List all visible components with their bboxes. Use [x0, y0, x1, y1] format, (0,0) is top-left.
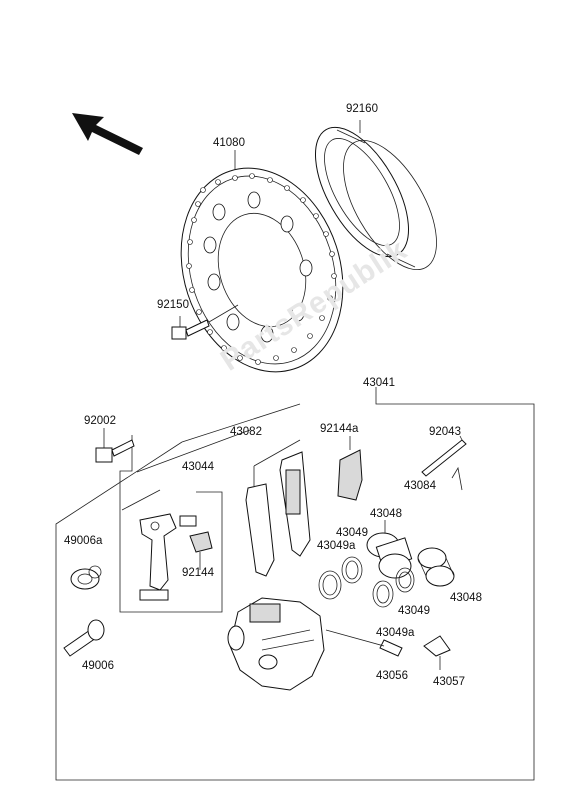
- seal-43049-upper[interactable]: [341, 556, 363, 584]
- label-92150: 92150: [157, 299, 189, 311]
- label-43082: 43082: [230, 426, 262, 438]
- piston-43048-upper[interactable]: [366, 520, 413, 579]
- pin-92043[interactable]: [421, 435, 467, 477]
- caliper-body[interactable]: [227, 597, 325, 691]
- brake-disc-41080[interactable]: [156, 147, 369, 393]
- label-43049a-lower: 43049a: [376, 627, 415, 639]
- label-92160: 92160: [346, 103, 378, 115]
- bleeder-43056[interactable]: [325, 629, 403, 657]
- pin-49006[interactable]: [63, 619, 105, 657]
- label-43049a-upper: 43049a: [317, 540, 356, 552]
- ring-92160[interactable]: [297, 113, 456, 285]
- label-43057: 43057: [433, 676, 465, 688]
- seal-43049-lower[interactable]: [395, 567, 415, 593]
- label-43084: 43084: [404, 480, 436, 492]
- label-43041: 43041: [363, 377, 395, 389]
- spring-43084[interactable]: [451, 466, 463, 491]
- caliper-frame-lines: [55, 387, 535, 781]
- label-92002: 92002: [84, 415, 116, 427]
- label-92144a: 92144a: [320, 423, 359, 435]
- label-43049-lower: 43049: [398, 605, 430, 617]
- pads-43082[interactable]: [245, 439, 311, 577]
- cap-43057[interactable]: [423, 635, 451, 670]
- clip-92144[interactable]: [189, 531, 213, 570]
- label-43048-lower: 43048: [450, 592, 482, 604]
- label-92043: 92043: [429, 426, 461, 438]
- shim-92144a[interactable]: [337, 436, 363, 501]
- seal-43049a-upper[interactable]: [318, 570, 342, 600]
- label-49006: 49006: [82, 660, 114, 672]
- front-direction-arrow-icon: [72, 113, 143, 155]
- label-43056: 43056: [376, 670, 408, 682]
- label-43048-upper: 43048: [370, 508, 402, 520]
- label-43044: 43044: [182, 461, 214, 473]
- boot-49006a[interactable]: [70, 565, 102, 590]
- label-49006a: 49006a: [64, 535, 103, 547]
- bolt-92150[interactable]: [171, 304, 239, 340]
- label-92144: 92144: [182, 567, 214, 579]
- bracket-43044[interactable]: [139, 513, 197, 601]
- label-43049-upper: 43049: [336, 527, 368, 539]
- label-41080: 41080: [213, 137, 245, 149]
- bolt-92002[interactable]: [95, 428, 135, 463]
- piston-43048-lower[interactable]: [417, 547, 455, 587]
- seal-43049a-lower[interactable]: [372, 580, 394, 608]
